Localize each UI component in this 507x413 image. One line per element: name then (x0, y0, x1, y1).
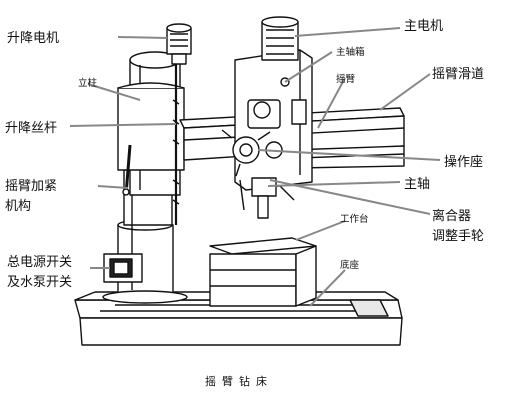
label-spindle-box: 主轴箱 (336, 46, 365, 58)
label-arm-clamp-line1: 摇臂加紧 (5, 179, 57, 194)
column (102, 51, 188, 304)
label-base: 底座 (340, 259, 360, 271)
diagram-caption: 摇臂钻床 (205, 374, 273, 388)
spindle (239, 177, 295, 219)
worktable (209, 237, 317, 307)
label-spindle: 主轴 (404, 177, 430, 192)
label-power-switch-line2: 及水泵开关 (7, 275, 72, 290)
label-operation-seat: 操作座 (444, 154, 483, 170)
label-rocker-arm: 摇臂 (336, 73, 356, 85)
lift-motor (166, 23, 192, 65)
label-power-switch-line1: 总电源开关 (7, 255, 72, 270)
label-lift-motor: 升降电机 (7, 31, 59, 46)
label-lift-screw: 升降丝杆 (5, 121, 57, 136)
label-worktable: 工作台 (340, 213, 369, 225)
label-arm-slide: 摇臂滑道 (432, 67, 484, 82)
leader-lines (69, 27, 441, 307)
label-clutch-line2: 调整手轮 (432, 229, 484, 244)
power-switch-box (103, 253, 143, 283)
label-main-motor: 主电机 (404, 19, 443, 34)
label-clutch-line1: 离合器 (432, 208, 471, 224)
main-motor (261, 16, 299, 61)
lift-screw (172, 64, 180, 225)
label-column: 立柱 (78, 77, 98, 89)
label-arm-clamp-line2: 机构 (5, 199, 31, 214)
